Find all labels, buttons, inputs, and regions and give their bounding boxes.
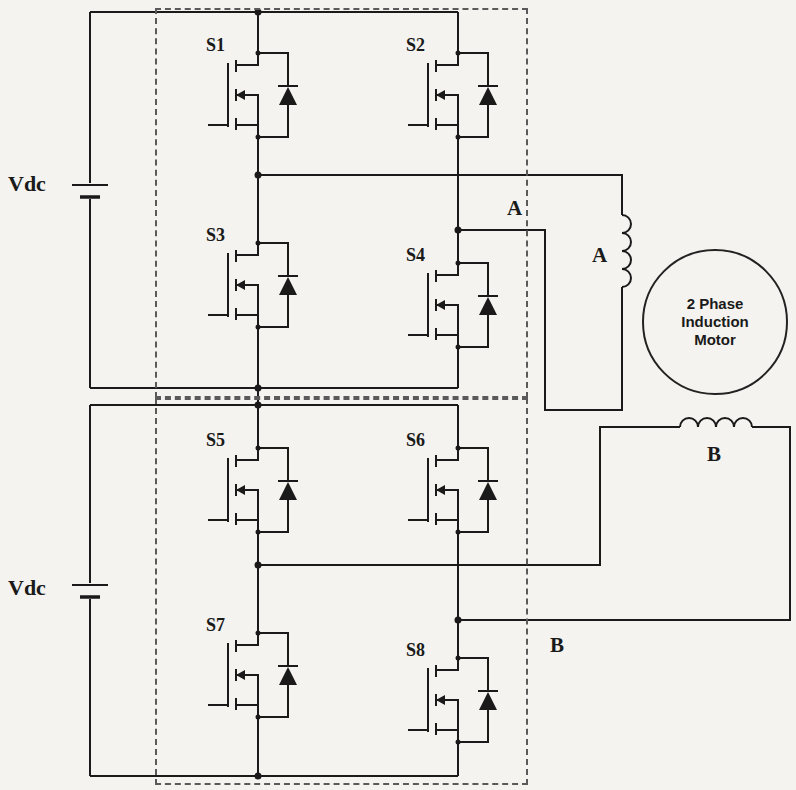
wires [90,12,790,776]
winding-label: B [707,443,721,466]
voltage-label: Vdc [8,576,46,600]
bridge-box: B [155,398,528,785]
bridge-box: A [155,8,528,398]
motor-label: 2 Phase Induction Motor [665,295,765,349]
voltage-label: Vdc [8,172,46,196]
bridge-label: A [507,197,522,220]
switch-label: S2 [406,36,425,56]
switch-label: S6 [406,431,425,451]
junction-dots [255,9,462,780]
switch-label: S5 [206,431,225,451]
switch-label: S4 [406,246,425,266]
bridge-label: B [550,634,564,657]
winding-label: A [592,244,607,267]
switch-label: S3 [206,226,225,246]
motor-circle: 2 Phase Induction Motor [642,249,788,395]
switch-label: S1 [206,36,225,56]
switch-label: S8 [406,641,425,661]
switch-label: S7 [206,616,225,636]
battery-symbols [72,185,108,597]
